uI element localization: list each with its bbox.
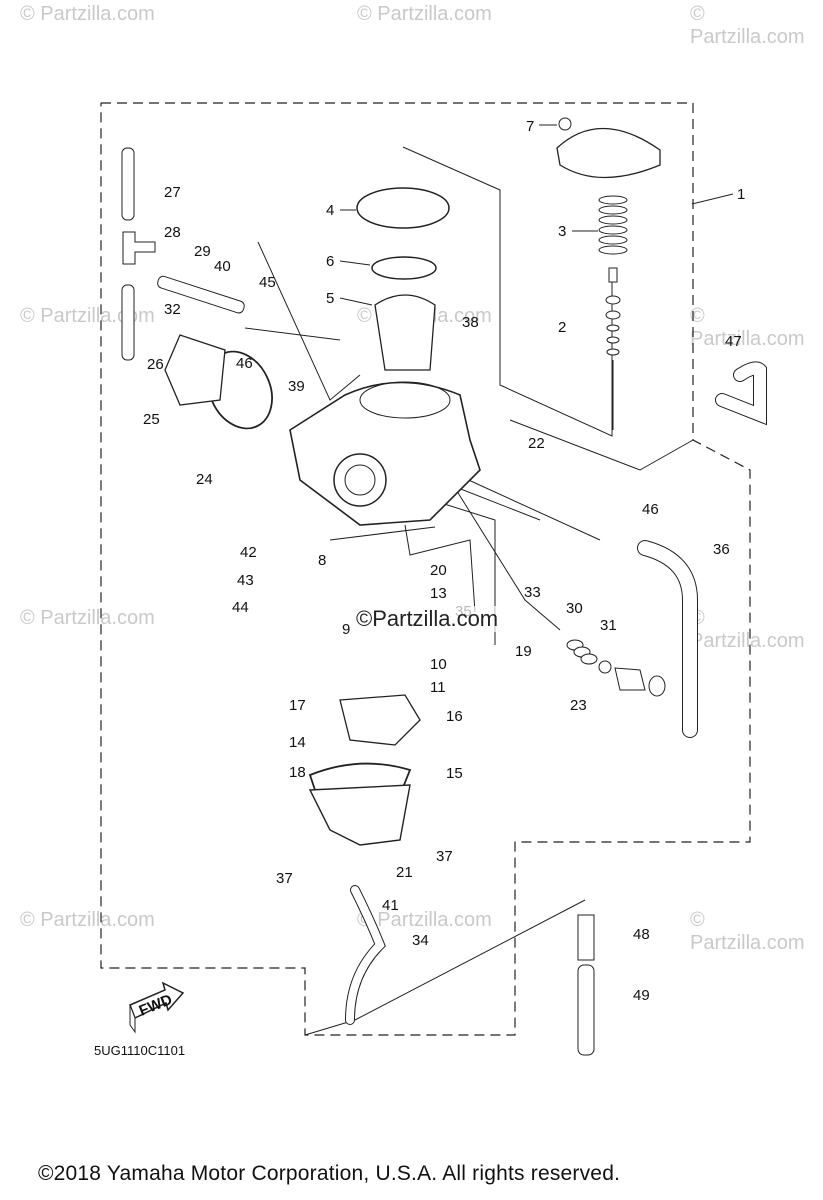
callout-39: 39	[288, 378, 305, 395]
callout-32: 32	[164, 301, 181, 318]
callout-1: 1	[737, 186, 745, 203]
callout-11: 11	[430, 679, 446, 696]
callout-31: 31	[600, 617, 617, 634]
assembly-dashed-border	[100, 102, 751, 1036]
watermark: © Partzilla.com	[690, 909, 805, 954]
callout-25: 25	[143, 411, 160, 428]
callout-38: 38	[462, 314, 479, 331]
leader-line	[404, 524, 476, 613]
callout-21: 21	[396, 864, 413, 881]
intake-bore-inner	[344, 464, 376, 496]
float-14	[339, 694, 421, 746]
watermark: © Partzilla.com	[20, 607, 155, 629]
copyright-notice: ©2018 Yamaha Motor Corporation, U.S.A. A…	[38, 1162, 621, 1185]
diagram-code: 5UG1110C1101	[94, 1043, 186, 1058]
needle-set-2	[605, 267, 621, 430]
ring-6	[371, 256, 437, 280]
callout-4: 4	[326, 202, 334, 219]
callout-33: 33	[524, 584, 541, 601]
callout-3: 3	[558, 223, 566, 240]
callout-46b: 46	[642, 501, 659, 518]
callout-42: 42	[240, 544, 257, 561]
callout-41: 41	[382, 897, 399, 914]
leader-line	[402, 146, 613, 437]
callout-49: 49	[633, 987, 650, 1004]
watermark: © Partzilla.com	[357, 909, 492, 931]
flange-25	[164, 334, 226, 406]
leader-line	[329, 526, 436, 541]
callout-13: 13	[430, 585, 447, 602]
fwd-arrow-icon: FWD	[129, 981, 185, 1034]
callout-29: 29	[194, 243, 211, 260]
leader-line	[257, 241, 361, 401]
callout-5: 5	[326, 290, 334, 307]
callout-2: 2	[558, 319, 566, 336]
diaphragm-4	[356, 187, 450, 229]
hose-32	[121, 284, 135, 361]
hose-27	[121, 147, 135, 221]
callout-18: 18	[289, 764, 306, 781]
top-opening	[359, 381, 451, 419]
callout-8: 8	[318, 552, 326, 569]
watermark: © Partzilla.com	[20, 305, 155, 327]
watermark: © Partzilla.com	[690, 305, 805, 350]
hose-34-inner	[346, 886, 385, 1024]
piston-5	[374, 294, 436, 371]
watermark: © Partzilla.com	[357, 3, 492, 25]
watermark: © Partzilla.com	[690, 3, 805, 48]
spring-3	[598, 195, 628, 255]
callout-10: 10	[430, 656, 447, 673]
callout-45: 45	[259, 274, 276, 291]
cover-1	[556, 127, 661, 179]
carburetor-body	[289, 381, 481, 526]
center-watermark: ©Partzilla.com	[356, 606, 499, 632]
callout-24: 24	[196, 471, 213, 488]
callout-30: 30	[566, 600, 583, 617]
callout-15: 15	[446, 765, 463, 782]
callout-34: 34	[412, 932, 429, 949]
leader-line	[454, 487, 561, 631]
callout-43: 43	[237, 572, 254, 589]
callout-28: 28	[164, 224, 181, 241]
callout-40: 40	[214, 258, 231, 275]
joint-28	[122, 231, 156, 265]
callout-9: 9	[342, 621, 350, 638]
watermark: © Partzilla.com	[20, 3, 155, 25]
callout-36: 36	[713, 541, 730, 558]
hose-47-inner	[716, 362, 766, 424]
callout-47: 47	[725, 333, 742, 350]
screw-7	[558, 117, 572, 131]
callout-17: 17	[289, 697, 306, 714]
fwd-label: FWD	[137, 991, 175, 1020]
callout-7: 7	[526, 118, 534, 135]
intake-bore	[333, 453, 387, 507]
callout-37: 37	[436, 848, 453, 865]
callout-26: 26	[147, 356, 164, 373]
leader-line	[509, 419, 694, 471]
callout-23: 23	[570, 697, 587, 714]
watermark: © Partzilla.com	[20, 909, 155, 931]
callout-19: 19	[515, 643, 532, 660]
fitting-49	[577, 964, 595, 1056]
callout-20: 20	[430, 562, 447, 579]
callout-44: 44	[232, 599, 249, 616]
adjuster-23	[566, 639, 666, 697]
callout-48: 48	[633, 926, 650, 943]
leader-line	[437, 501, 496, 645]
callout-6: 6	[326, 253, 334, 270]
float-bowl	[308, 784, 411, 846]
leader-line	[244, 327, 341, 341]
callout-37b: 37	[276, 870, 293, 887]
hose-36-inner	[638, 541, 697, 737]
callout-27: 27	[164, 184, 181, 201]
callout-22: 22	[528, 435, 545, 452]
callout-14: 14	[289, 734, 306, 751]
pipe-29	[157, 275, 245, 314]
callout-46: 46	[236, 355, 253, 372]
callout-16: 16	[446, 708, 463, 725]
fitting-48	[577, 914, 595, 961]
